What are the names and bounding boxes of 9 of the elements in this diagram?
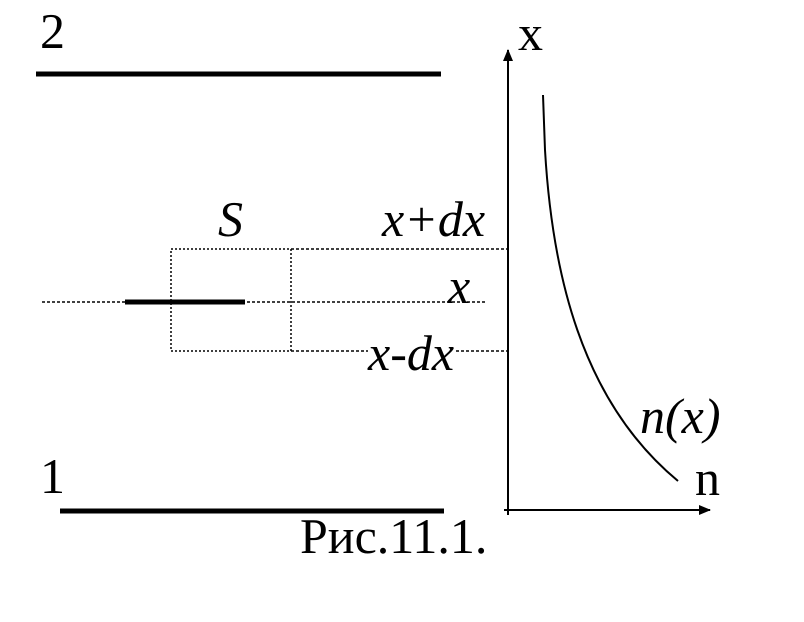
caption: Рис.11.1.: [300, 511, 488, 561]
axis-label: x: [518, 8, 543, 58]
coordinate-label: x: [448, 261, 470, 311]
plate-number: 1: [40, 451, 65, 501]
axis-label: n: [695, 453, 720, 503]
area-label: S: [218, 194, 243, 244]
plate-number: 2: [40, 6, 65, 56]
coordinate-label: x+dx: [382, 194, 486, 244]
curve-label: n(x): [640, 391, 720, 441]
